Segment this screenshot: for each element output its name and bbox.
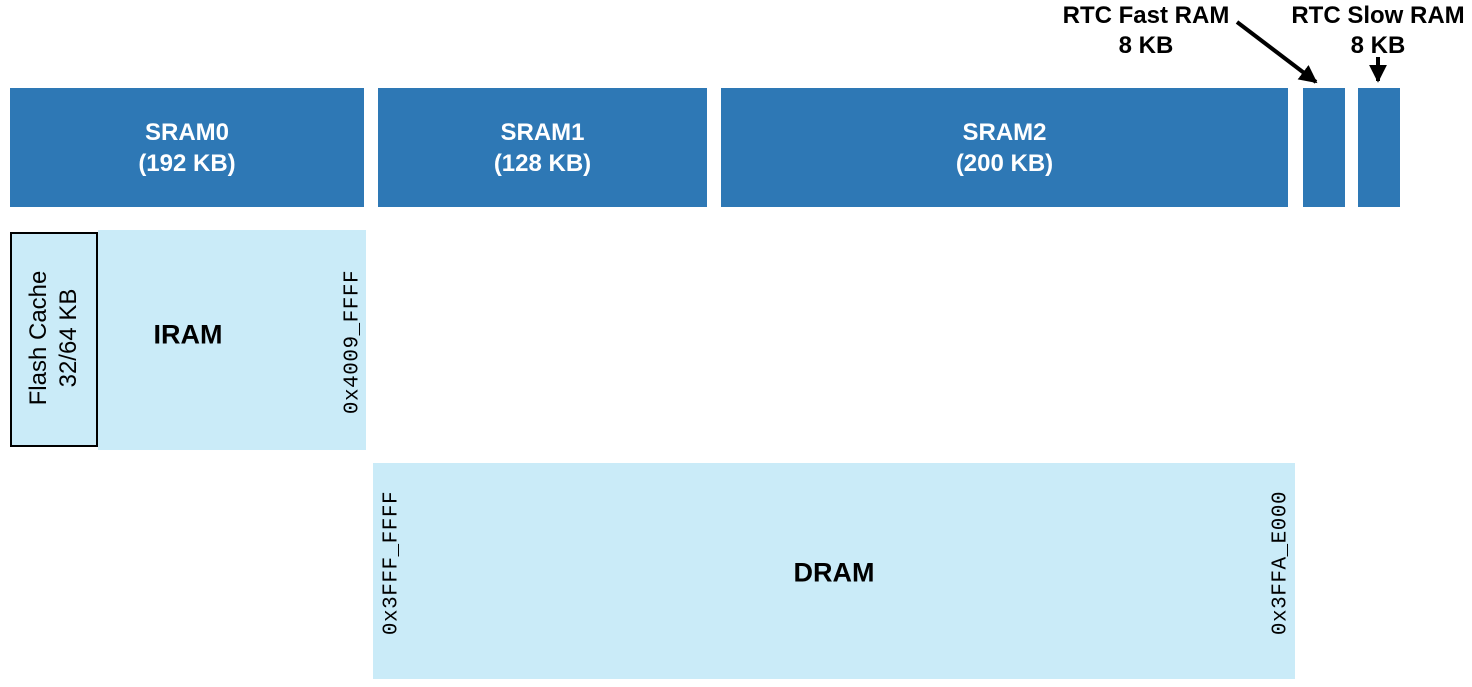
sram2-name: SRAM2 xyxy=(962,118,1047,146)
iram-end-address: 0x4009_FFFF xyxy=(341,269,365,415)
rtc-fast-ram-title: RTC Fast RAM xyxy=(1062,2,1230,29)
iram-block xyxy=(98,230,366,450)
flash-cache-label: Flash Cache 32/64 KB xyxy=(24,271,84,406)
dram-end-address: 0x3FFA_E000 xyxy=(1269,490,1293,636)
dram-start-address: 0x3FFF_FFFF xyxy=(380,490,404,636)
rtc-slow-ram-size: 8 KB xyxy=(1350,32,1406,59)
sram0-size: (192 KB) xyxy=(138,149,236,177)
sram2-label: SRAM2 (200 KB) xyxy=(721,88,1288,207)
rtc-slow-ram-label: RTC Slow RAM 8 KB xyxy=(1262,1,1472,61)
rtc-fast-ram-label: RTC Fast RAM 8 KB xyxy=(1030,1,1262,61)
sram0-block: SRAM0 (192 KB) xyxy=(10,88,364,207)
rtc-fast-ram-size: 8 KB xyxy=(1118,32,1174,59)
rtc-slow-ram-title: RTC Slow RAM xyxy=(1291,2,1465,29)
dram-label: DRAM xyxy=(793,557,875,588)
flash-cache-block xyxy=(10,232,98,447)
sram0-name: SRAM0 xyxy=(144,118,229,146)
sram1-name: SRAM1 xyxy=(500,118,585,146)
sram1-label: SRAM1 (128 KB) xyxy=(378,88,707,207)
flash-cache-size: 32/64 KB xyxy=(55,288,82,388)
sram2-block: SRAM2 (200 KB) xyxy=(721,88,1288,207)
sram1-block: SRAM1 (128 KB) xyxy=(378,88,707,207)
iram-label: IRAM xyxy=(153,319,223,350)
dram-block xyxy=(373,463,1295,679)
rtc-slow-ram-block xyxy=(1358,88,1400,207)
flash-cache-title: Flash Cache xyxy=(25,270,52,406)
sram1-size: (128 KB) xyxy=(493,149,592,177)
rtc-fast-ram-block xyxy=(1303,88,1345,207)
sram2-size: (200 KB) xyxy=(955,149,1054,177)
sram0-label: SRAM0 (192 KB) xyxy=(10,88,364,207)
